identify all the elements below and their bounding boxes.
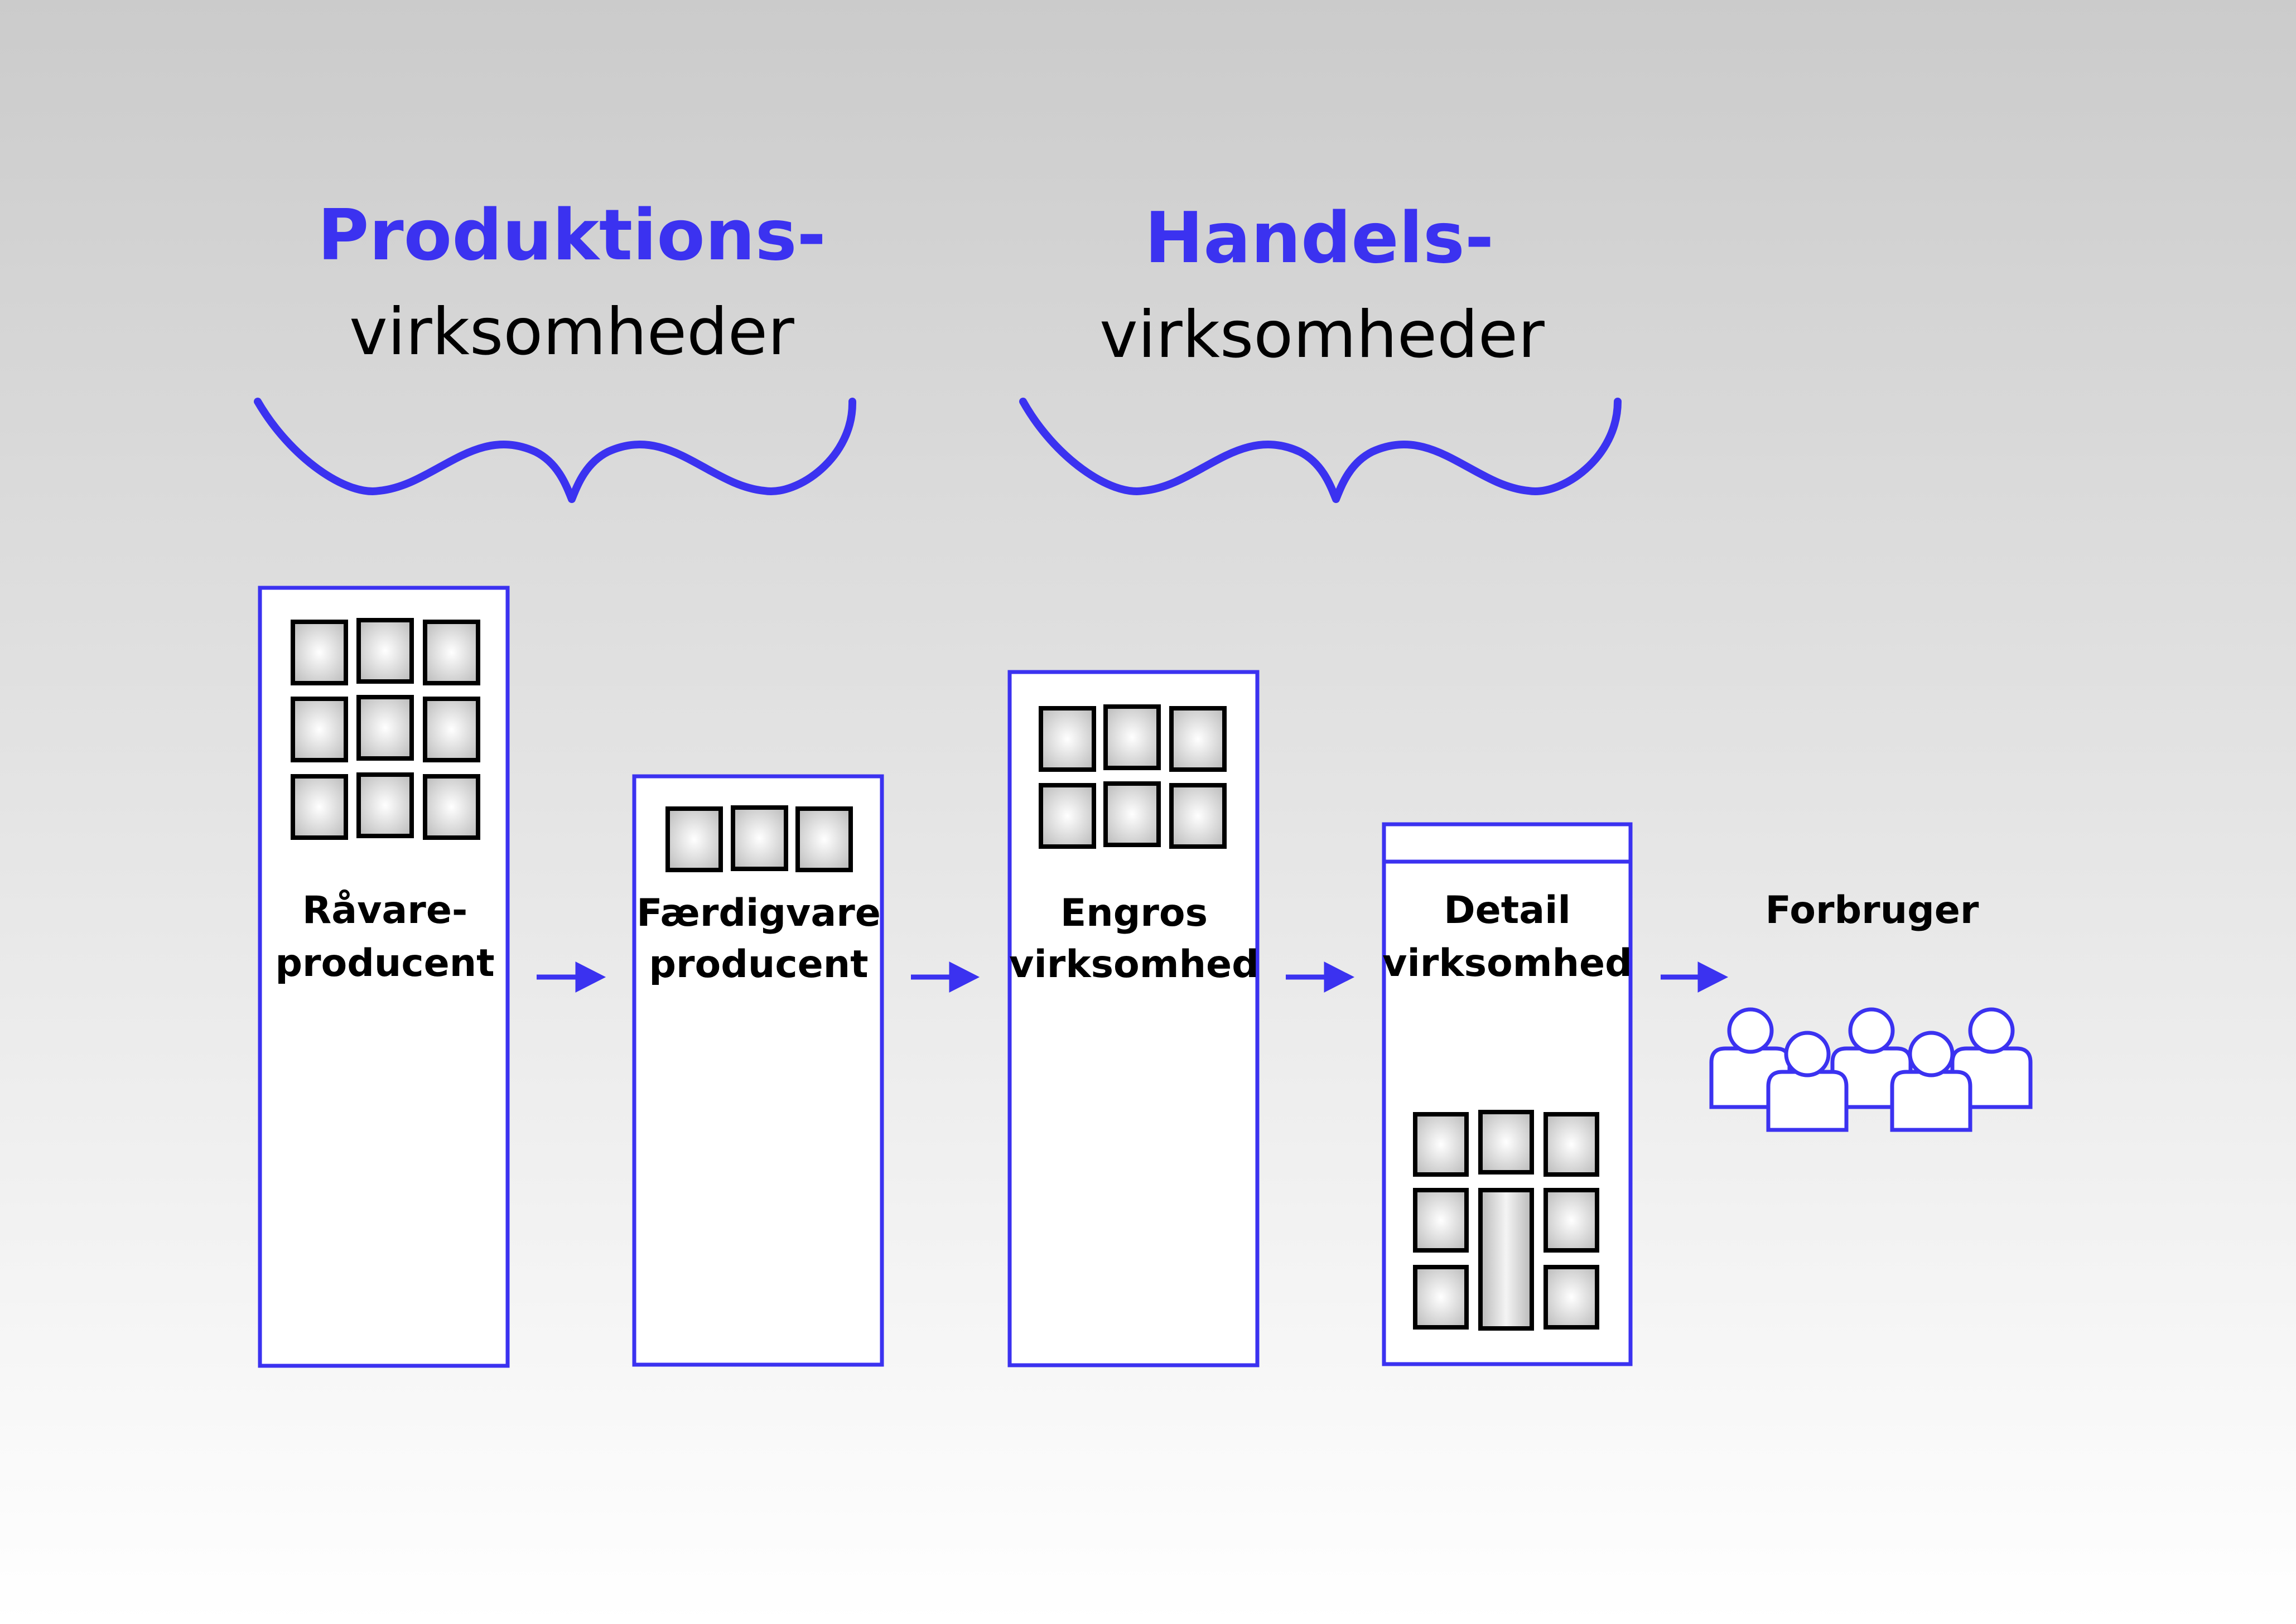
node-label-line1: Råvare- xyxy=(302,888,467,932)
window xyxy=(423,697,480,762)
curly-brace-trade xyxy=(1019,398,1622,503)
window xyxy=(1413,1188,1469,1253)
group-subtitle-production: virksomheder xyxy=(349,294,794,370)
window xyxy=(1169,706,1227,772)
building-icon xyxy=(1007,670,1260,1367)
node-label-line1: Engros xyxy=(1060,891,1208,935)
window xyxy=(356,618,414,684)
arrow-right-icon xyxy=(911,961,980,993)
window xyxy=(1169,783,1227,849)
node-wholesale: Engros virksomhed xyxy=(1007,670,1260,1367)
group-subtitle-trade: virksomheder xyxy=(1099,297,1545,373)
person-icon xyxy=(1766,1031,1849,1132)
node-label-line1: Færdigvare xyxy=(636,891,881,935)
window xyxy=(291,697,348,762)
window xyxy=(1543,1112,1599,1177)
window xyxy=(356,695,414,761)
window xyxy=(423,620,480,685)
window xyxy=(665,806,723,872)
node-retail: Detail virksomhed xyxy=(1382,822,1633,1366)
person-icon xyxy=(1890,1031,1972,1132)
shop-front xyxy=(1413,1110,1599,1331)
window-row xyxy=(665,805,853,872)
window xyxy=(1039,783,1096,849)
node-label-line2: virksomhed xyxy=(1009,942,1259,987)
group-production: Produktions- virksomheder xyxy=(254,194,857,503)
group-trade: Handels- virksomheder xyxy=(1019,197,1622,503)
node-label-line2: producent xyxy=(275,941,494,985)
window xyxy=(1478,1110,1534,1174)
window xyxy=(356,772,414,838)
node-label-line2: virksomhed xyxy=(1382,941,1632,985)
node-label-line2: producent xyxy=(649,942,868,987)
people-icon xyxy=(1709,1007,2033,1132)
person-icon xyxy=(1709,1007,1792,1109)
node-consumer: Forbruger xyxy=(1709,888,2033,1132)
window xyxy=(423,774,480,840)
arrow-right-icon xyxy=(537,961,606,993)
window-grid xyxy=(291,618,480,840)
window xyxy=(731,805,788,871)
window xyxy=(1543,1188,1599,1253)
arrow-right-icon xyxy=(1286,961,1355,993)
arrow-right-icon xyxy=(1661,961,1729,993)
node-label-line1: Detail xyxy=(1444,888,1571,932)
window xyxy=(291,620,348,685)
window xyxy=(1413,1112,1469,1177)
group-title-trade: Handels- xyxy=(1145,197,1494,279)
node-raw-material-producent: Råvare- producent xyxy=(258,586,510,1368)
building-icon xyxy=(632,774,884,1367)
window xyxy=(1103,704,1161,770)
group-title-production: Produktions- xyxy=(317,194,826,276)
window xyxy=(1543,1265,1599,1330)
window xyxy=(1413,1265,1469,1330)
window-grid xyxy=(1039,704,1227,849)
door-icon xyxy=(1478,1188,1534,1331)
node-label-line1: Forbruger xyxy=(1766,888,1979,932)
node-finished-goods-producent: Færdigvare producent xyxy=(632,774,884,1367)
window xyxy=(1039,706,1096,772)
window xyxy=(1103,781,1161,847)
curly-brace-production xyxy=(254,398,857,503)
flow-arrows xyxy=(537,961,1729,993)
window xyxy=(291,774,348,840)
window xyxy=(795,806,853,872)
